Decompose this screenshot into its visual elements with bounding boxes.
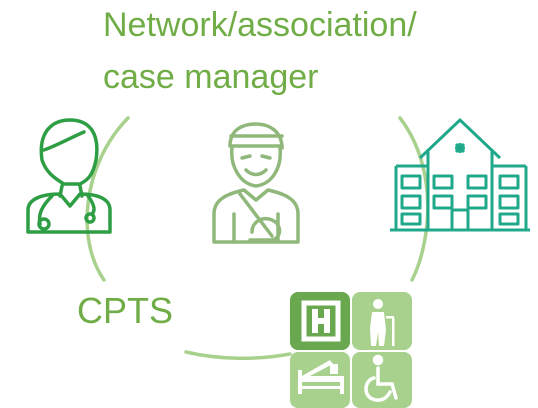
hospital-icon: [390, 118, 530, 232]
circle-arc-left: [85, 116, 130, 282]
wheelchair-icon: [364, 354, 398, 402]
elderly-person-icon: [370, 299, 395, 346]
cpts-label: CPTS: [77, 290, 174, 331]
hospital-bed-icon: [298, 360, 344, 394]
network-association-label: Network/association/: [103, 6, 417, 44]
circle-arc-bottom: [184, 350, 292, 361]
case-manager-label: case manager: [103, 58, 319, 96]
doctor-icon: [26, 118, 112, 234]
injured-patient-icon: [212, 122, 300, 244]
circle-arc-right: [398, 116, 430, 282]
hospital-h-icon: [301, 300, 341, 342]
care-facility-icon: [290, 292, 412, 408]
